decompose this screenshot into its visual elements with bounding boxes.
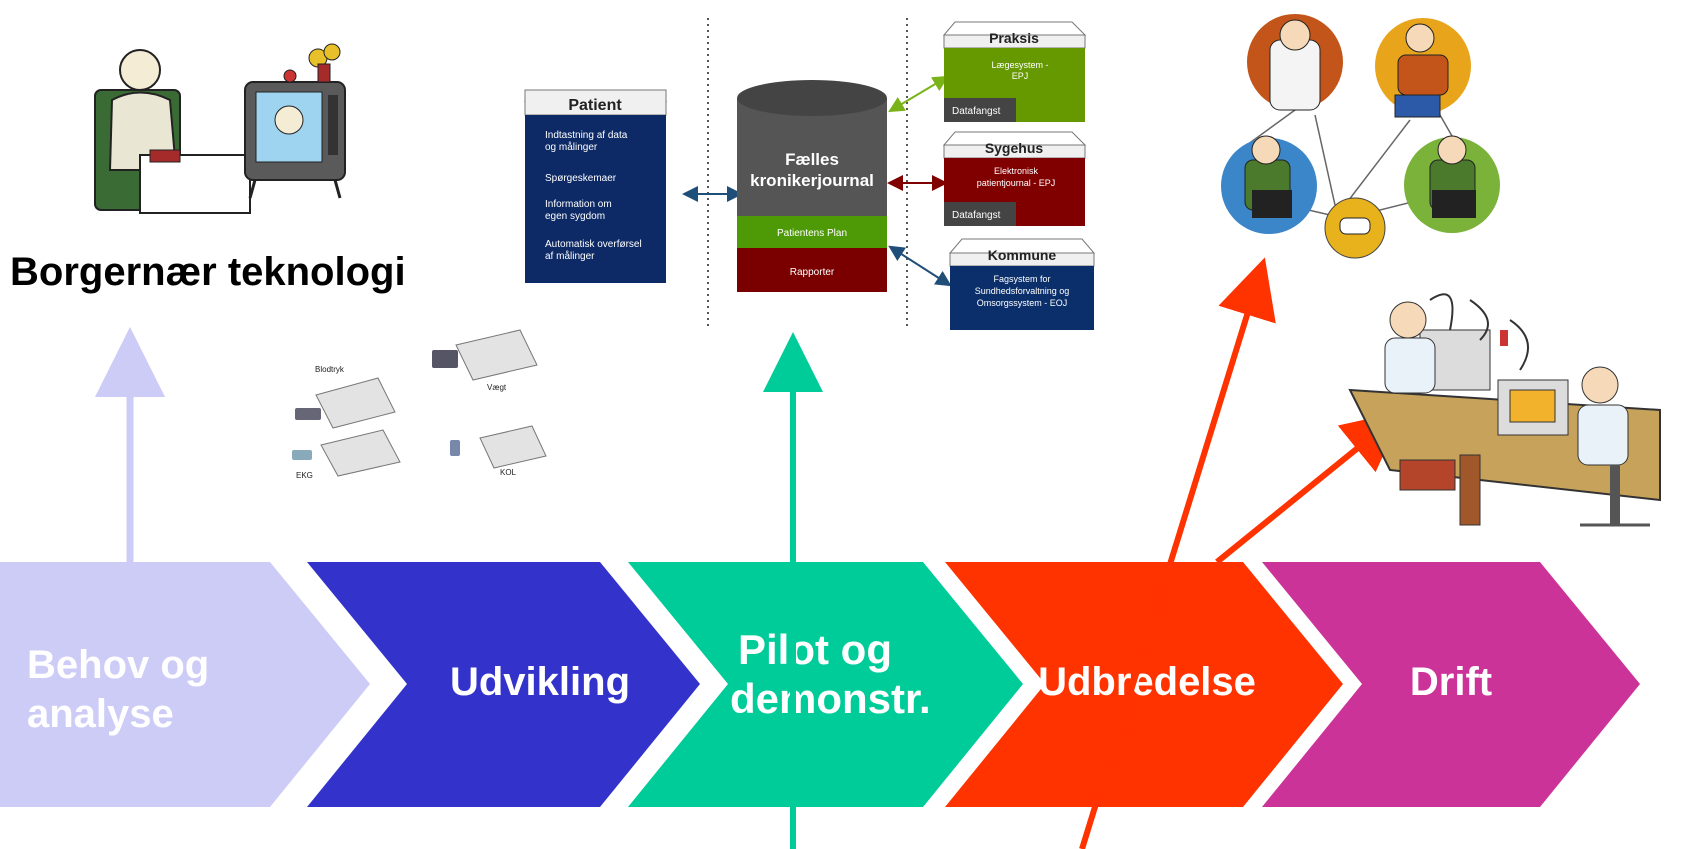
device-label-vaegt: Vægt [487, 383, 507, 392]
journal-database-icon: Fælles kronikerjournal Patientens Plan R… [737, 80, 887, 292]
device-label-kol: KOL [500, 468, 517, 477]
step-drift-label: Drift [1410, 660, 1492, 704]
journal-reports-label: Rapporter [790, 267, 835, 278]
kommune-body-1: Fagsystem for [993, 274, 1050, 284]
arrow-udbredelse-up-2 [1215, 411, 1404, 565]
headline: Borgernær teknologi [10, 250, 406, 294]
chevron-udvikling [307, 562, 700, 807]
journal-title-1: Fælles [785, 150, 839, 169]
kommune-body-2: Sundhedsforvaltning og [975, 286, 1070, 296]
device-label-ekg: EKG [296, 471, 313, 480]
arrow-journal-kommune [888, 245, 952, 287]
sygehus-box: Sygehus Elektronisk patientjournal - EPJ… [942, 131, 1087, 226]
kol-device-icon [479, 425, 547, 469]
sygehus-tag: Datafangst [952, 210, 1001, 221]
device-images: Blodtryk Vægt EKG KOL [292, 329, 547, 480]
kommune-title: Kommune [988, 247, 1057, 263]
step-udvikling-label: Udvikling [450, 660, 630, 704]
patient-item-2: Spørgeskemaer [545, 173, 617, 184]
praksis-tag: Datafangst [952, 106, 1001, 117]
patient-item-1b: og målinger [545, 141, 598, 153]
chevron-udbredelse [945, 562, 1343, 807]
sygehus-body-1: Elektronisk [994, 166, 1039, 176]
step-pilot-label-1: Pilot og [738, 626, 892, 673]
sygehus-title: Sygehus [985, 140, 1044, 156]
step-behov-label-2: analyse [27, 692, 174, 736]
ekg-device-icon [320, 429, 401, 477]
step-behov-label-1: Behov og [27, 643, 209, 687]
journal-title-2: kronikerjournal [750, 171, 874, 190]
chevron-behov [0, 562, 370, 807]
arrow-journal-praksis [888, 75, 949, 113]
vaegt-device-icon [455, 329, 538, 381]
patient-item-4a: Automatisk overførsel [545, 239, 642, 250]
chevron-drift [1262, 562, 1640, 807]
step-pilot-label-2: demonstr. [730, 675, 931, 722]
praksis-box: Praksis Lægesystem - EPJ Datafangst [942, 21, 1087, 122]
praksis-body-1: Lægesystem - [991, 60, 1048, 70]
patient-item-1a: Indtastning af data [545, 130, 628, 141]
kommune-box: Kommune Fagsystem for Sundhedsforvaltnin… [948, 238, 1096, 330]
patient-box-title: Patient [568, 97, 622, 114]
office-workers-icon [1348, 293, 1661, 527]
patient-item-3a: Information om [545, 199, 612, 210]
sygehus-body-2: patientjournal - EPJ [977, 178, 1056, 188]
process-chevrons [0, 562, 1640, 807]
step-udbredelse-label: Udbredelse [1038, 660, 1256, 704]
patient-item-3b: egen sygdom [545, 211, 605, 222]
elderly-woman-tv-icon [94, 43, 346, 214]
blodtryk-device-icon [315, 377, 396, 429]
praksis-title: Praksis [989, 30, 1039, 46]
journal-plan-label: Patientens Plan [777, 228, 847, 239]
patient-box: Patient Indtastning af data og målinger … [523, 89, 668, 283]
chevron-pilot [628, 562, 1023, 807]
device-label-blodtryk: Blodtryk [315, 365, 345, 374]
kommune-body-3: Omsorgssystem - EOJ [977, 298, 1068, 308]
arrow-udbredelse-up-1 [1079, 257, 1276, 849]
telemedicine-network-icon [1221, 14, 1500, 259]
patient-item-4b: af målinger [545, 250, 595, 262]
praksis-body-2: EPJ [1012, 71, 1029, 81]
